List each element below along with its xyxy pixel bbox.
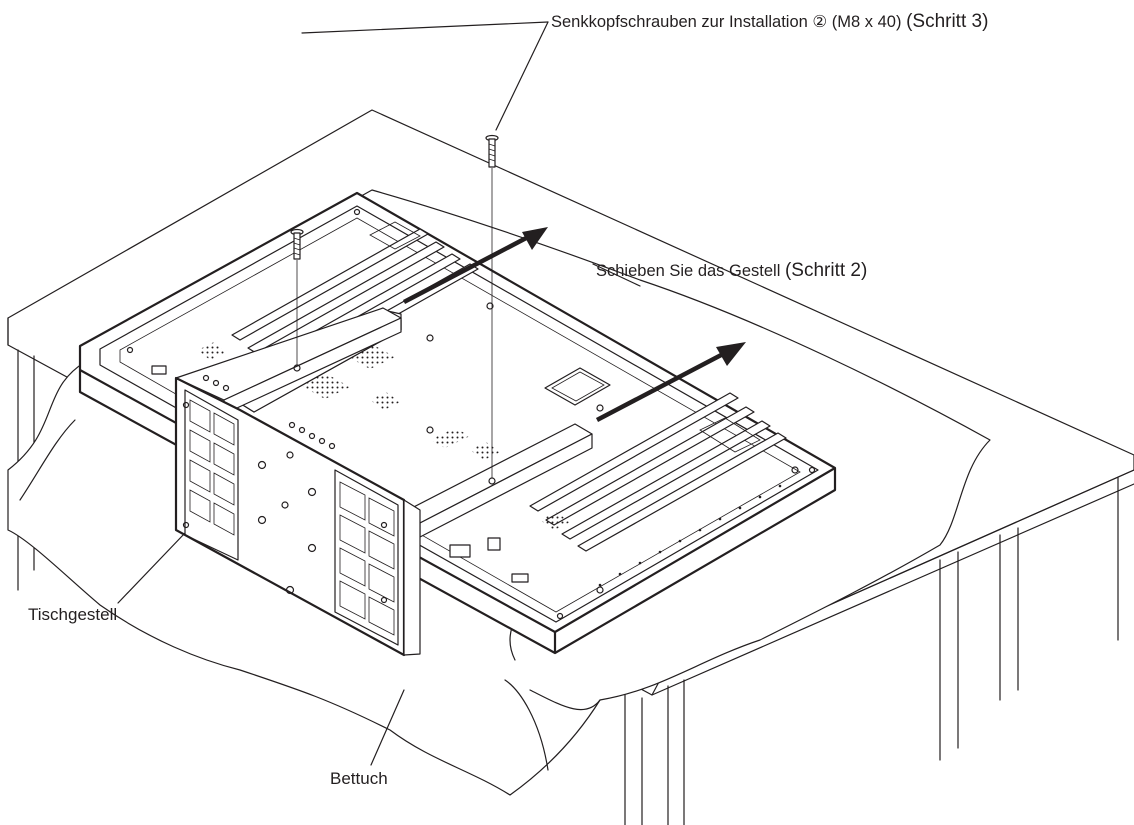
panel-holes	[126, 208, 816, 620]
slide-label-text: Schieben Sie das Gestell	[596, 262, 781, 280]
stand-cells-right	[339, 481, 395, 636]
screws-label: Senkkopfschrauben zur Installation ② (M8…	[551, 12, 988, 31]
stand-cells-left	[189, 399, 235, 536]
slide-arrow-upper	[402, 227, 548, 304]
slide-label: Schieben Sie das Gestell (Schritt 2)	[596, 261, 867, 280]
screws-step-text: (Schritt 3)	[906, 11, 989, 32]
rear-port-row	[202, 374, 336, 450]
connector-ports	[151, 365, 529, 583]
screw-right	[485, 134, 499, 168]
edge-perforation	[598, 484, 782, 587]
slide-step-text: (Schritt 2)	[784, 260, 868, 281]
stand-mount-holes	[182, 401, 388, 604]
stand-label: Tischgestell	[28, 605, 118, 624]
vent-slats-right	[529, 392, 787, 552]
table-stand	[174, 307, 593, 657]
screw-left	[290, 228, 304, 260]
center-recess	[544, 367, 611, 406]
slide-arrow-lower	[595, 342, 746, 422]
screws-label-text: Senkkopfschrauben zur Installation ② (M8…	[551, 13, 902, 31]
leader-lines	[117, 21, 641, 766]
sheet-label: Bettuch	[330, 769, 388, 788]
